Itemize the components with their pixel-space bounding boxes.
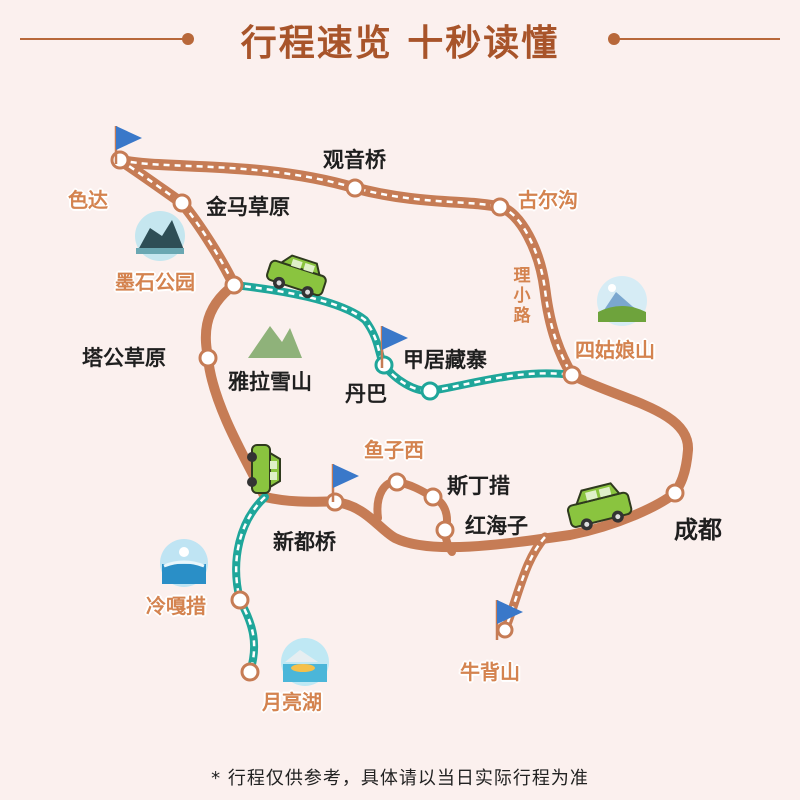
page-title: 行程速览 十秒读懂 [240, 23, 560, 64]
road-xinduqiao-chengdu [330, 488, 680, 553]
road-dash [119, 158, 236, 286]
title-divider-left [20, 38, 185, 40]
place-label-lixiao-lu: 理小路 [513, 266, 531, 326]
flag-icon [495, 600, 523, 640]
place-label-jiaju-zangzhai: 甲居藏寨 [403, 348, 487, 372]
place-label-yueliang-hu: 月亮湖 [262, 690, 322, 714]
flag-icon [331, 464, 359, 502]
stop-sigunianshan [562, 365, 582, 385]
road-dash [119, 158, 501, 209]
place-label-sigunianshan: 四姑娘山 [575, 338, 655, 362]
road-seda-guergou [114, 154, 578, 381]
car-icon [247, 444, 281, 494]
stop-yuzixi [387, 472, 407, 492]
stop-honghaizi [435, 520, 455, 540]
flag-icon [114, 126, 142, 164]
stop-danba [374, 355, 394, 375]
place-label-moshi-gongyuan: 墨石公园 [115, 270, 195, 294]
place-label-lenggacuo: 冷嘎措 [146, 594, 206, 618]
stop-niubeishan [496, 621, 514, 639]
place-label-danba: 丹巴 [345, 382, 387, 406]
car-icon [566, 482, 633, 531]
flag-icon [380, 326, 408, 368]
title-divider-right [616, 38, 780, 40]
place-label-jinma-caoyuan: 金马草原 [206, 195, 290, 219]
title-dot-left [182, 33, 194, 45]
scenic-photo-icon [597, 276, 647, 326]
scenic-photo-icon [135, 211, 185, 261]
scenic-stop-markers [374, 355, 440, 401]
place-label-chengdu: 成都 [674, 516, 722, 544]
place-label-seda: 色达 [68, 188, 108, 212]
place-label-honghaizi: 红海子 [465, 514, 528, 538]
scenic-photo-icon [160, 539, 208, 587]
place-label-sidingcuo: 斯丁措 [447, 474, 510, 498]
footer-note: * 行程仅供参考，具体请以当日实际行程为准 [211, 768, 589, 789]
stop-seda [110, 150, 130, 170]
title-dot-right [608, 33, 620, 45]
stop-sidingcuo [423, 487, 443, 507]
flags [114, 126, 523, 640]
scenic-dash [233, 283, 573, 393]
stop-guanyinqiao [345, 178, 365, 198]
road-sigunianshan-chengdu [567, 370, 693, 498]
place-label-guanyinqiao: 观音桥 [323, 148, 386, 172]
place-label-yuzixi: 鱼子西 [364, 438, 424, 462]
mountain-icon [248, 326, 302, 358]
stop-lenggacuo [230, 590, 250, 610]
place-label-guergou: 古尔沟 [518, 188, 578, 212]
stop-jiaju [420, 381, 440, 401]
scenic-route-yueliang-hu [232, 493, 269, 676]
stop-xinduqiao [325, 492, 345, 512]
place-label-tagong-caoyuan: 塔公草原 [82, 346, 166, 370]
place-label-xinduqiao: 新都桥 [273, 530, 336, 554]
scenic-photo-icon [281, 638, 329, 686]
car-icon [266, 254, 327, 299]
place-label-yala-xueshan: 雅拉雪山 [228, 370, 312, 394]
stop-tagong [198, 348, 218, 368]
stop-moshi [224, 275, 244, 295]
place-label-niubeishan: 牛背山 [460, 660, 520, 684]
stop-yueliang-hu [240, 662, 260, 682]
stop-jinma [172, 193, 192, 213]
road-west-loop [200, 280, 340, 507]
title-bar: 行程速览 十秒读懂 [0, 8, 800, 68]
stop-guergou [490, 197, 510, 217]
stop-chengdu [665, 483, 685, 503]
